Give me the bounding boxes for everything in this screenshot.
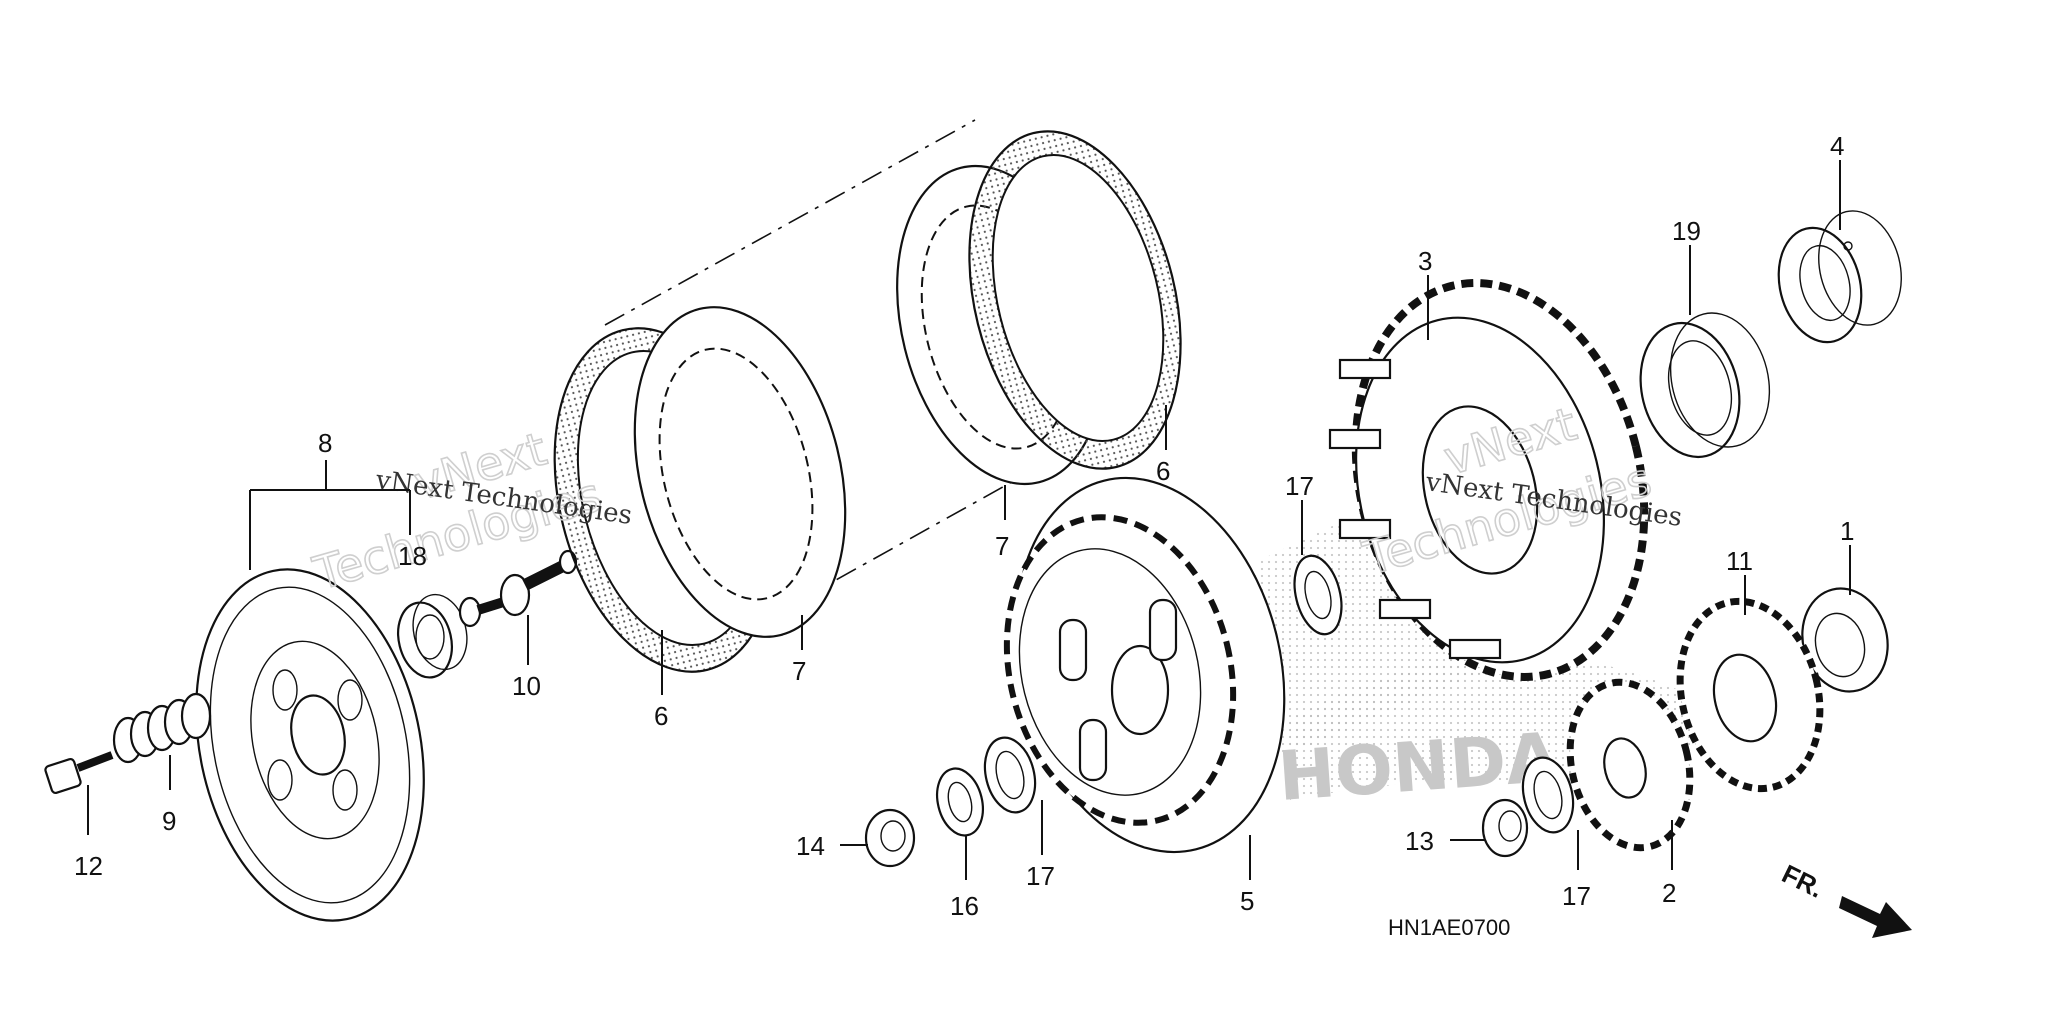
callout-19: 19 <box>1672 216 1701 246</box>
callout-7-right: 7 <box>995 531 1009 561</box>
callout-2: 2 <box>1662 878 1676 908</box>
honda-logo-text: HONDA <box>1276 719 1562 817</box>
lifter-rod-part-10 <box>458 549 578 628</box>
spring-part-9 <box>112 692 212 764</box>
callout-labels: 8 18 9 12 10 6 7 7 6 3 17 19 4 1 11 2 17… <box>74 131 1854 921</box>
drive-gear-part-2 <box>1566 678 1694 852</box>
front-direction-label: FR. <box>1777 858 1828 903</box>
callout-17-right: 17 <box>1562 881 1591 911</box>
callout-16: 17 <box>1285 471 1314 501</box>
front-direction-arrow: FR. <box>1777 858 1912 938</box>
callout-8: 8 <box>318 428 332 458</box>
nut-part-13 <box>1481 798 1529 858</box>
text-watermark: vNext Technologies vNext Technologies vN… <box>306 396 1684 602</box>
nut-part-14 <box>864 808 916 868</box>
primary-gear-part-11 <box>1676 597 1824 793</box>
callout-13: 13 <box>1405 826 1434 856</box>
assembly-guide-lines <box>604 119 1151 601</box>
callout-12: 12 <box>74 851 103 881</box>
callout-15: 16 <box>950 891 979 921</box>
callout-18: 18 <box>398 541 427 571</box>
callout-6-right: 6 <box>1156 456 1170 486</box>
friction-disk-part-6-right <box>968 130 1182 470</box>
collar-part-4 <box>1777 210 1902 344</box>
leader-lines <box>87 160 1851 880</box>
callout-7-left: 7 <box>792 656 806 686</box>
bearing-part-18 <box>397 593 468 679</box>
callout-6-left: 6 <box>654 701 668 731</box>
needle-bearing-part-19 <box>1639 312 1771 459</box>
lock-washer-part-17-right <box>1521 756 1575 834</box>
washer-part-15 <box>936 767 984 837</box>
callout-17-left: 17 <box>1026 861 1055 891</box>
pressure-plate-part-8 <box>195 568 425 922</box>
callout-10: 10 <box>512 671 541 701</box>
callout-1: 1 <box>1840 516 1854 546</box>
clutch-outer-part-3 <box>1328 279 1649 681</box>
callout-11: 11 <box>1726 546 1753 576</box>
callout-4: 4 <box>1830 131 1844 161</box>
diagram-code: HN1AE0700 <box>1388 915 1510 940</box>
callout-5: 5 <box>1240 886 1254 916</box>
thrust-washer-part-16 <box>1293 554 1343 636</box>
clutch-plate-part-7-left <box>633 306 847 638</box>
bolt-part-12 <box>44 751 114 795</box>
lock-washer-part-17-left <box>983 736 1037 814</box>
callout-9: 9 <box>162 806 176 836</box>
callout-3: 3 <box>1418 246 1432 276</box>
callout-14: 14 <box>796 831 825 861</box>
clutch-center-part-5 <box>1003 476 1286 854</box>
